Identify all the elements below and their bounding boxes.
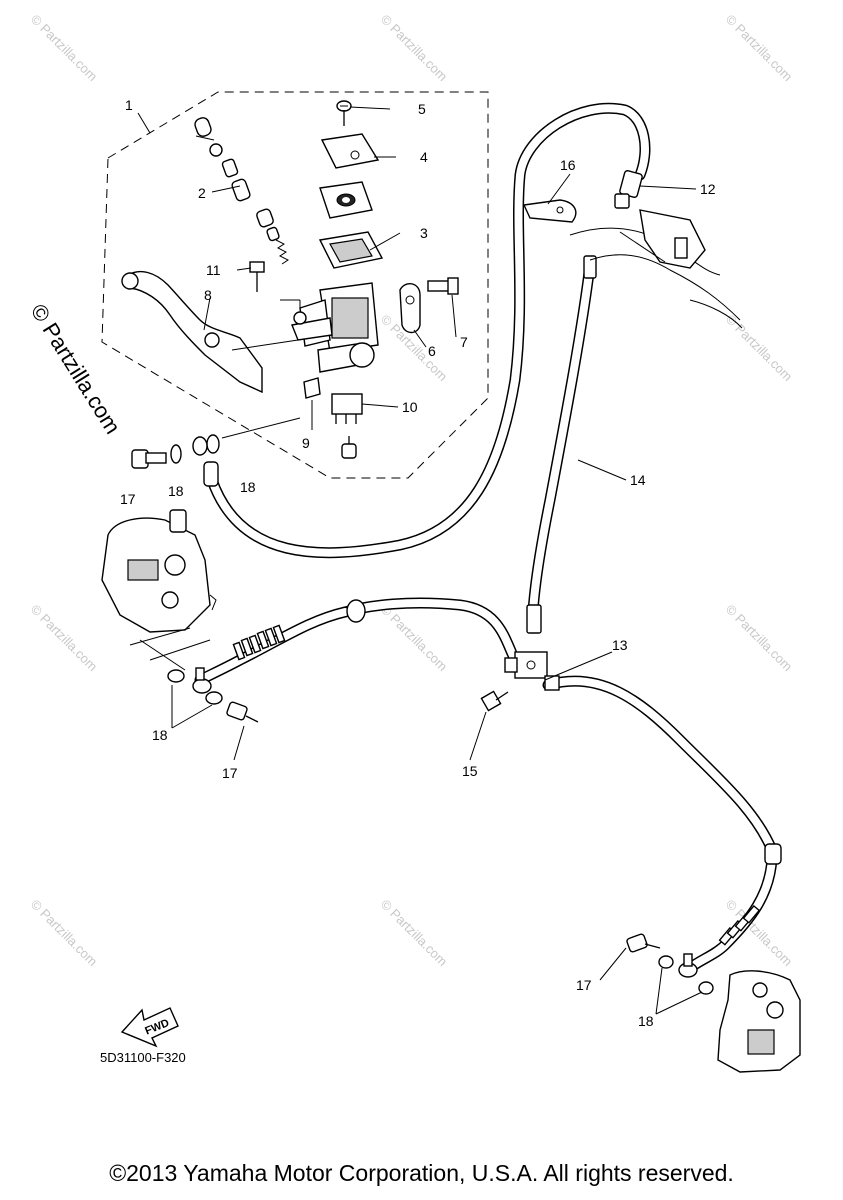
washer-18-left-b bbox=[205, 691, 223, 705]
right-brake-caliper bbox=[717, 970, 801, 1073]
callout-18-top-a: 18 bbox=[168, 483, 184, 499]
callout-2: 2 bbox=[198, 185, 206, 201]
left-front-hose bbox=[194, 599, 366, 686]
watermark: © Partzilla.com bbox=[378, 12, 451, 85]
callout-6: 6 bbox=[428, 343, 436, 359]
banjo-fitting-right bbox=[678, 953, 698, 978]
union-bolt-17-top bbox=[131, 449, 167, 469]
piston-kit-2 bbox=[194, 117, 289, 265]
bolt-15 bbox=[469, 690, 509, 761]
washer-18-top-a bbox=[170, 444, 182, 464]
callout-18-right: 18 bbox=[638, 1013, 654, 1029]
callout-18-top-b: 18 bbox=[240, 479, 256, 495]
callout-17-top: 17 bbox=[120, 491, 136, 507]
watermark: © Partzilla.com bbox=[378, 897, 451, 970]
callout-5: 5 bbox=[418, 101, 426, 117]
watermark: © Partzilla.com bbox=[723, 12, 796, 85]
frame-bracket bbox=[569, 209, 743, 329]
watermark: © Partzilla.com bbox=[723, 312, 796, 385]
hose-fitting-12 bbox=[614, 170, 643, 209]
callout-3: 3 bbox=[420, 225, 428, 241]
brake-hose-13 bbox=[339, 597, 778, 974]
diaphragm-3 bbox=[318, 231, 384, 269]
brake-lever-8 bbox=[121, 270, 263, 394]
brake-hose-14 bbox=[526, 255, 597, 634]
callout-4: 4 bbox=[420, 149, 428, 165]
washer-18-top-b bbox=[192, 434, 220, 487]
master-cylinder-body bbox=[291, 282, 379, 373]
screw-5 bbox=[336, 100, 352, 126]
cap-4 bbox=[320, 133, 380, 169]
nut-9 bbox=[303, 377, 321, 399]
side-watermark: © Partzilla.com bbox=[26, 299, 126, 438]
callout-10: 10 bbox=[402, 399, 418, 415]
main-brake-hose bbox=[206, 102, 651, 559]
watermark: © Partzilla.com bbox=[28, 897, 101, 970]
diagram-code: 5D31100-F320 bbox=[100, 1050, 186, 1065]
callout-14: 14 bbox=[630, 472, 646, 488]
callout-18-left: 18 bbox=[152, 727, 168, 743]
callout-labels: 1 2 3 4 5 6 7 8 9 10 11 12 13 14 15 16 1… bbox=[120, 97, 716, 1029]
watermark: © Partzilla.com bbox=[28, 12, 101, 85]
fwd-arrow-icon: FWD bbox=[120, 1007, 179, 1048]
callout-9: 9 bbox=[302, 435, 310, 451]
leader-lines bbox=[137, 106, 703, 1015]
banjo-fitting-left bbox=[192, 667, 212, 694]
watermark: © Partzilla.com bbox=[723, 602, 796, 675]
washer-18-right-b bbox=[698, 981, 714, 995]
assembly-outline bbox=[101, 91, 489, 479]
callout-11: 11 bbox=[206, 262, 221, 278]
left-brake-caliper bbox=[101, 509, 217, 661]
union-bolt-17-left bbox=[226, 701, 259, 761]
callout-17-left: 17 bbox=[222, 765, 238, 781]
bolt-11 bbox=[249, 261, 265, 292]
washer-18-right-a bbox=[658, 955, 674, 969]
callout-13: 13 bbox=[612, 637, 628, 653]
callout-7: 7 bbox=[460, 334, 468, 350]
copyright-notice: ©2013 Yamaha Motor Corporation, U.S.A. A… bbox=[109, 1160, 734, 1186]
brake-switch-10 bbox=[331, 393, 363, 459]
callout-8: 8 bbox=[204, 287, 212, 303]
callout-17-right: 17 bbox=[576, 977, 592, 993]
diaphragm-plate bbox=[319, 181, 373, 219]
callout-1: 1 bbox=[125, 97, 133, 113]
washer-18-left-a bbox=[167, 669, 185, 683]
callout-15: 15 bbox=[462, 763, 478, 779]
watermark: © Partzilla.com bbox=[378, 602, 451, 675]
hose-clamp-16 bbox=[522, 199, 577, 223]
holder-6 bbox=[399, 283, 421, 334]
junction-block bbox=[504, 651, 560, 691]
bolt-7 bbox=[427, 277, 459, 295]
callout-16: 16 bbox=[560, 157, 576, 173]
watermark-group: © Partzilla.com © Partzilla.com © Partzi… bbox=[28, 12, 796, 970]
watermark: © Partzilla.com bbox=[28, 602, 101, 675]
union-bolt-17-right bbox=[626, 933, 661, 953]
callout-12: 12 bbox=[700, 181, 716, 197]
right-hose-corrugation bbox=[718, 843, 782, 946]
